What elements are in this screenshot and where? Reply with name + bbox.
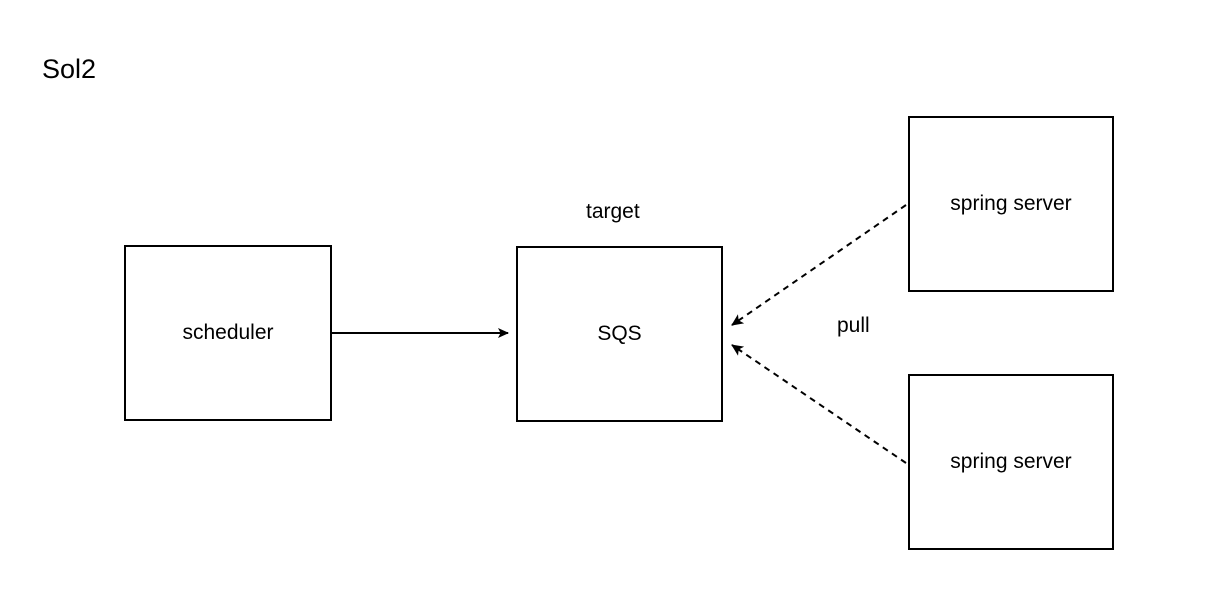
node-spring-server-bottom-label: spring server bbox=[950, 450, 1072, 473]
node-scheduler-label: scheduler bbox=[182, 321, 274, 344]
node-spring-server-bottom[interactable]: spring server bbox=[908, 374, 1114, 550]
edge-spring-bottom-to-sqs bbox=[731, 344, 907, 464]
sqs-caption-target: target bbox=[586, 200, 640, 223]
node-spring-server-top[interactable]: spring server bbox=[908, 116, 1114, 292]
node-sqs-label: SQS bbox=[597, 322, 642, 345]
edge-spring-top-to-sqs bbox=[731, 204, 907, 326]
node-scheduler[interactable]: scheduler bbox=[124, 245, 332, 421]
node-sqs[interactable]: SQS bbox=[516, 246, 723, 422]
diagram-title: Sol2 bbox=[42, 54, 97, 84]
edge-label-pull: pull bbox=[837, 314, 870, 337]
node-spring-server-top-label: spring server bbox=[950, 192, 1072, 215]
